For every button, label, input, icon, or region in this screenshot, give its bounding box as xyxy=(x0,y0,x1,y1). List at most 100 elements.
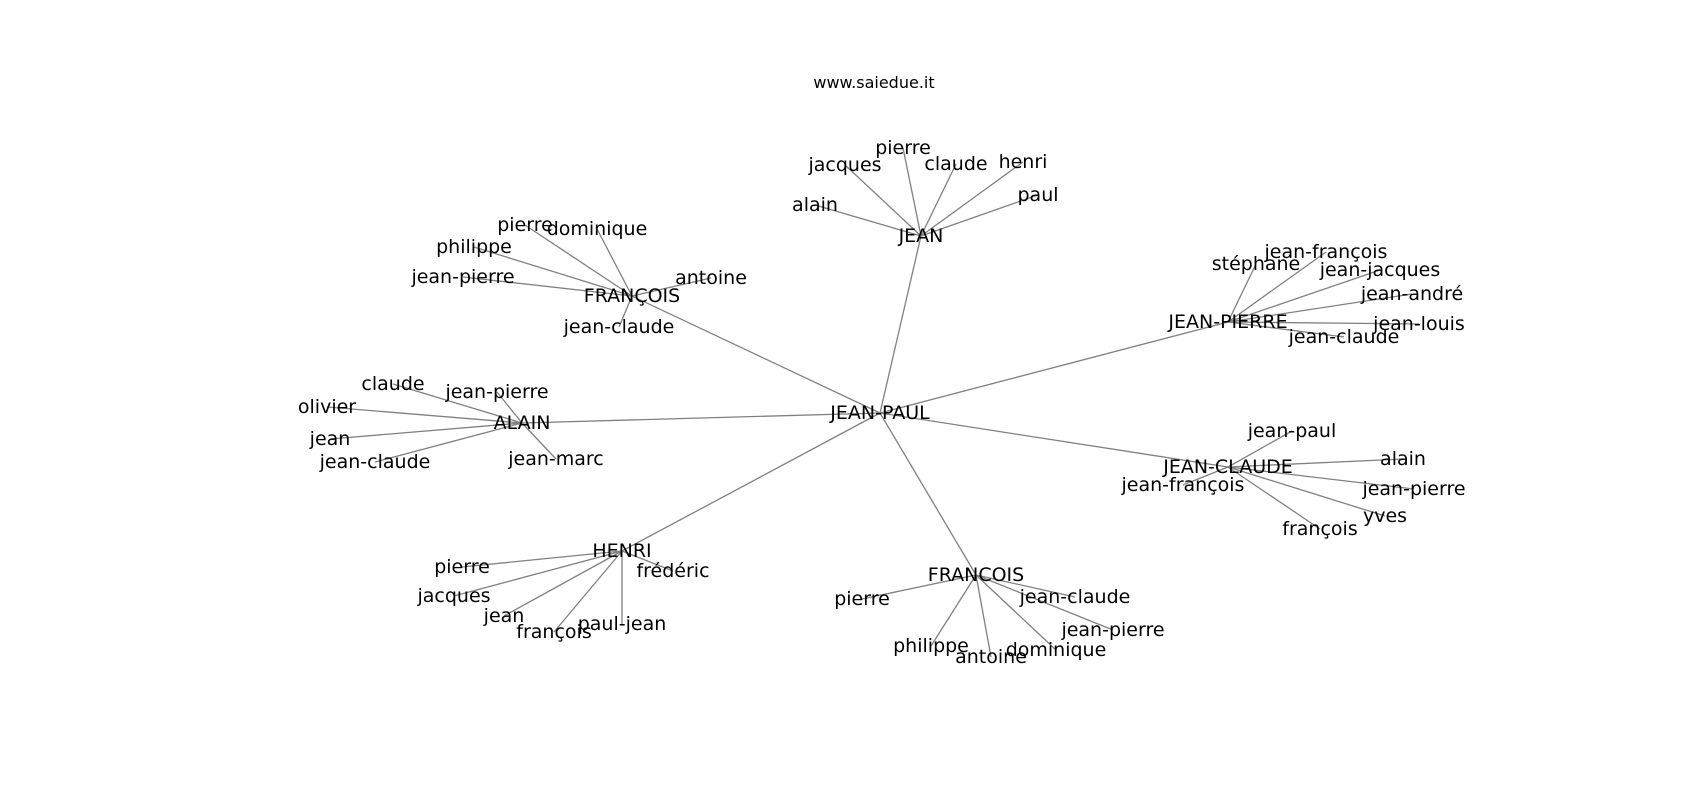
leaf-node-label: olivier xyxy=(298,396,356,418)
edge-hub-to-leaf xyxy=(1227,430,1293,468)
leaf-node-label: frédéric xyxy=(636,560,709,582)
leaf-node-label: philippe xyxy=(893,635,969,657)
edge-hub-to-leaf xyxy=(1227,321,1420,325)
leaf-node-label: alain xyxy=(792,194,838,216)
edge-hub-to-leaf xyxy=(521,422,557,460)
edge-hub-to-leaf xyxy=(975,574,1076,598)
edge-hub-to-leaf xyxy=(975,574,1057,651)
edge-hub-to-leaf xyxy=(596,228,633,297)
leaf-node-label: jean-pierre xyxy=(1060,619,1164,641)
edge-hub-to-leaf xyxy=(1227,251,1327,323)
edge-hub-to-leaf xyxy=(975,574,1114,631)
leaf-node-label: pierre xyxy=(497,214,553,236)
leaf-node-label: antoine xyxy=(955,646,1027,668)
leaf-node-label: henri xyxy=(999,151,1048,173)
leaf-node-label: dominique xyxy=(547,218,648,240)
edge-hub-to-leaf xyxy=(462,276,633,297)
leaf-node-label: stéphane xyxy=(1212,253,1301,275)
edge-root-to-hub xyxy=(879,235,922,414)
hub-node-label: JEAN-PIERRE xyxy=(1167,311,1287,333)
leaf-node-label: jean-paul xyxy=(1247,420,1337,442)
leaf-node-label: yves xyxy=(1363,505,1407,527)
edge-hub-to-leaf xyxy=(618,295,633,328)
edge-hub-to-leaf xyxy=(902,147,922,237)
edge-hub-to-leaf xyxy=(975,574,992,658)
edge-hub-to-leaf xyxy=(844,164,922,237)
edge-root-to-hub xyxy=(879,412,977,576)
leaf-node-label: jean-marc xyxy=(507,448,604,470)
edge-hub-to-leaf xyxy=(920,161,1024,237)
leaf-node-label: jean-claude xyxy=(563,316,675,338)
edge-hub-to-leaf xyxy=(1227,466,1386,517)
leaf-node-label: jacques xyxy=(807,154,881,176)
edge-root-to-hub xyxy=(621,412,881,552)
edge-hub-to-leaf xyxy=(496,391,523,424)
edge-root-to-hub xyxy=(521,412,881,424)
edge-hub-to-leaf xyxy=(453,550,623,597)
hub-node-label: FRANÇOIS xyxy=(584,285,680,307)
edge-hub-to-leaf xyxy=(1227,269,1381,323)
leaf-node-label: alain xyxy=(1380,448,1426,470)
leaf-node-label: paul-jean xyxy=(578,613,667,635)
edge-hub-to-leaf xyxy=(461,550,623,568)
edge-hub-to-leaf xyxy=(930,574,977,647)
edge-hub-to-leaf xyxy=(1227,466,1321,530)
leaf-node-label: jean-claude xyxy=(1288,326,1400,348)
edge-hub-to-leaf xyxy=(1227,466,1415,490)
hub-node-label: FRANCOIS xyxy=(928,564,1024,586)
edge-hub-to-leaf xyxy=(524,224,633,297)
leaf-node-label: jean xyxy=(483,605,525,627)
edges-layer xyxy=(326,147,1420,658)
leaf-node-label: pierre xyxy=(834,588,890,610)
edge-root-to-hub xyxy=(879,412,1229,468)
leaf-node-label: pierre xyxy=(434,556,490,578)
hub-node-label: JEAN-CLAUDE xyxy=(1162,456,1293,478)
edge-hub-to-leaf xyxy=(374,422,523,463)
edge-hub-to-leaf xyxy=(631,277,712,297)
edge-root-to-hub xyxy=(879,321,1229,414)
edge-hub-to-leaf xyxy=(1182,466,1229,486)
edge-hub-to-leaf xyxy=(1227,293,1413,323)
leaf-node-label: jean-jacques xyxy=(1319,259,1441,281)
leaf-node-label: pierre xyxy=(875,137,931,159)
edge-hub-to-leaf xyxy=(920,163,957,237)
leaf-node-label: jean-claude xyxy=(1019,586,1131,608)
edge-hub-to-leaf xyxy=(329,422,523,440)
edge-hub-to-leaf xyxy=(392,383,523,424)
edge-hub-to-leaf xyxy=(621,550,674,572)
diagram-title: www.saiedue.it xyxy=(813,73,934,92)
leaf-node-label: jean-claude xyxy=(319,451,431,473)
edge-hub-to-leaf xyxy=(1227,458,1404,468)
hub-node-label: HENRI xyxy=(592,540,651,562)
leaf-node-label: jean-françois xyxy=(1264,241,1388,263)
hub-node-label: JEAN xyxy=(898,225,944,247)
edge-hub-to-leaf xyxy=(553,550,623,633)
edge-hub-to-leaf xyxy=(920,194,1039,237)
leaf-node-label: françois xyxy=(516,621,591,643)
leaf-node-label: jean xyxy=(309,428,351,450)
leaf-node-label: jean-pierre xyxy=(410,266,514,288)
edge-root-to-hub xyxy=(631,295,881,414)
edge-hub-to-leaf xyxy=(326,406,523,424)
root-node-label: JEAN-PAUL xyxy=(829,402,930,424)
leaf-node-label: jean-pierre xyxy=(1361,478,1465,500)
leaf-node-label: philippe xyxy=(436,236,512,258)
leaf-node-label: claude xyxy=(924,153,987,175)
hub-node-label: ALAIN xyxy=(494,412,551,434)
leaf-node-label: claude xyxy=(361,373,424,395)
edge-hub-to-leaf xyxy=(861,574,977,600)
edge-hub-to-leaf xyxy=(814,204,922,237)
edge-hub-to-leaf xyxy=(503,550,623,617)
leaf-node-label: jean-françois xyxy=(1121,474,1245,496)
leaf-node-label: jean-pierre xyxy=(444,381,548,403)
edge-hub-to-leaf xyxy=(473,246,633,297)
leaf-node-label: françois xyxy=(1282,518,1357,540)
edge-hub-to-leaf xyxy=(1227,321,1345,338)
leaf-node-label: jean-louis xyxy=(1372,313,1465,335)
leaf-node-label: dominique xyxy=(1006,639,1107,661)
edge-hub-to-leaf xyxy=(1227,263,1257,323)
leaf-node-label: jacques xyxy=(416,585,490,607)
leaf-node-label: paul xyxy=(1017,184,1058,206)
